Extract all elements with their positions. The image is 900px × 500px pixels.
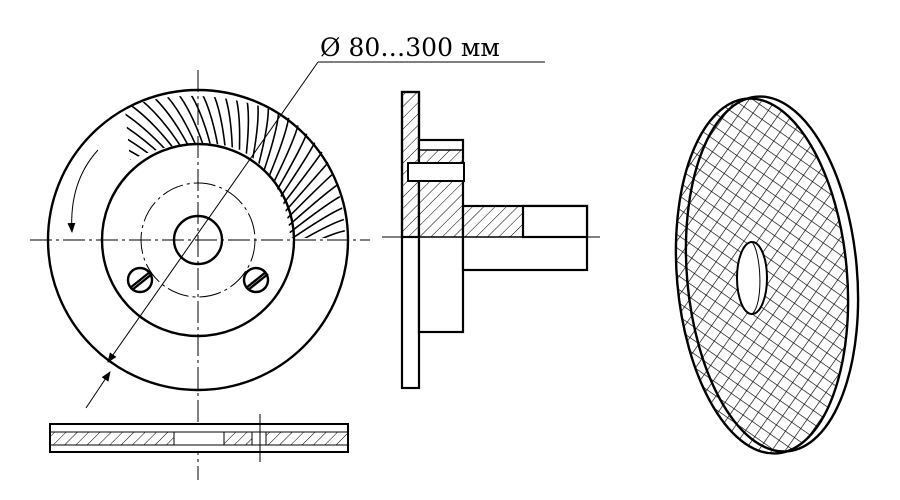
abrasive-arc <box>289 217 345 238</box>
abrasive-arc <box>210 95 227 153</box>
abrasive-arc <box>284 161 330 212</box>
abrasive-arc <box>125 170 128 183</box>
abrasive-arc <box>244 95 250 162</box>
abrasive-arc <box>162 95 198 149</box>
abrasive-arc <box>125 109 170 154</box>
abrasive-arc <box>287 242 350 261</box>
abrasive-arc <box>129 103 177 152</box>
abrasive-arc <box>125 123 156 160</box>
rotation-arrow <box>67 149 99 233</box>
side-section-view <box>382 90 600 390</box>
perspective-abrasive-disc <box>674 95 860 455</box>
bolt-circle <box>140 182 256 298</box>
abrasive-arc <box>198 95 220 151</box>
abrasive-arc <box>288 229 345 238</box>
disc-section-view <box>49 414 349 462</box>
abrasive-arc <box>125 159 133 177</box>
hub-flange-outline <box>100 142 296 338</box>
diameter-dimension-arrow-outer <box>85 371 111 409</box>
diameter-label: Ø 80…300 мм <box>320 33 500 62</box>
abrasive-arc <box>139 98 184 150</box>
abrasive-arc <box>286 172 335 219</box>
abrasive-texture <box>125 95 350 269</box>
abrasive-arc <box>174 95 206 149</box>
abrasive-arc <box>222 95 234 155</box>
abrasive-arc <box>282 151 323 205</box>
abrasive-arc <box>261 111 280 175</box>
abrasive-arc <box>285 254 349 269</box>
abrasive-arc <box>233 95 241 158</box>
center-bore <box>172 214 224 266</box>
screw-right <box>242 266 270 294</box>
abrasive-arc <box>125 149 138 172</box>
abrasive-arc <box>288 182 340 226</box>
screw-left <box>126 266 154 294</box>
outer-disc-outline <box>46 88 350 392</box>
front-view-polishing-disc: Ø 80…300 мм <box>30 33 545 480</box>
disc-center-hole <box>736 241 768 315</box>
diameter-dimension-line <box>107 61 319 363</box>
disc-hole-inner-edge <box>751 241 761 315</box>
abrasive-arc <box>186 95 213 150</box>
abrasive-arc <box>125 116 163 157</box>
abrasive-arc <box>256 105 270 170</box>
